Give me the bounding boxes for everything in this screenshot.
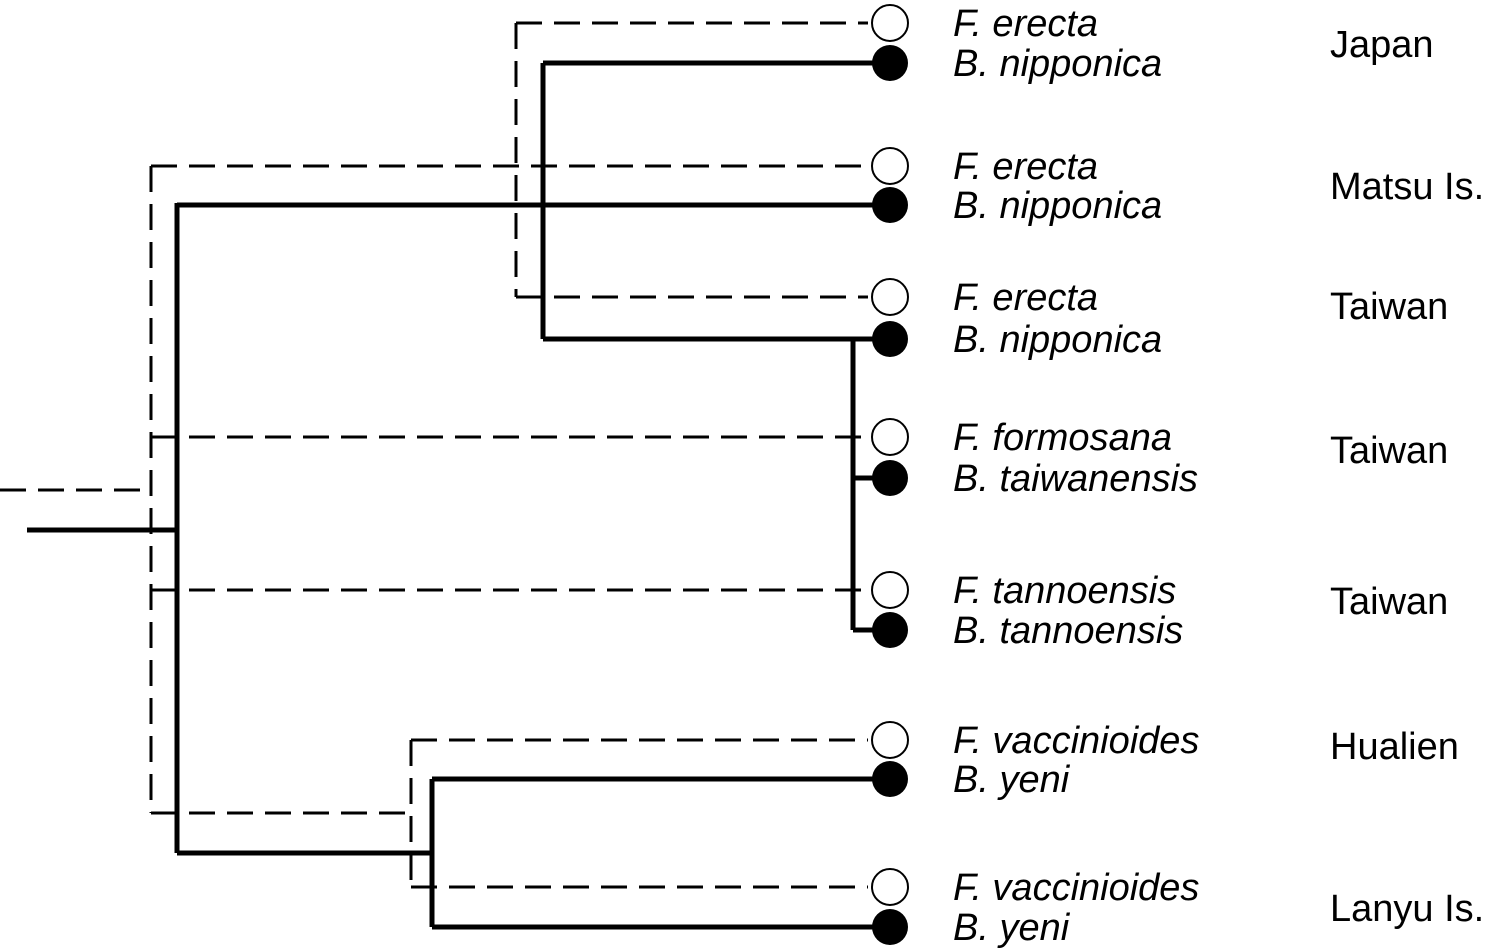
species-labels: F. erecta B. nipponica F. erecta B. nipp… <box>953 3 1199 949</box>
wasp-species-label: B. yeni <box>953 907 1071 949</box>
wasp-species-label: B. nipponica <box>953 185 1162 227</box>
fig-tip-circle <box>871 571 909 609</box>
wasp-species-label: B. yeni <box>953 759 1071 801</box>
region-label: Matsu Is. <box>1330 166 1484 208</box>
fig-tip-circle <box>871 721 909 759</box>
wasp-species-label: B. taiwanensis <box>953 458 1198 500</box>
fig-tip-circle <box>871 147 909 185</box>
wasp-tip-circle <box>872 321 908 357</box>
fig-species-label: F. tannoensis <box>953 570 1176 612</box>
fig-species-label: F. erecta <box>953 3 1098 45</box>
fig-species-label: F. vaccinioides <box>953 867 1199 909</box>
fig-tip-circle <box>871 418 909 456</box>
fig-species-label: F. vaccinioides <box>953 720 1199 762</box>
fig-tip-circle <box>871 868 909 906</box>
wasp-tip-circle <box>872 187 908 223</box>
wasp-tip-circle <box>872 761 908 797</box>
wasp-species-label: B. nipponica <box>953 43 1162 85</box>
wasp-tip-circle <box>872 612 908 648</box>
region-label: Taiwan <box>1330 286 1448 328</box>
fig-host-tree <box>0 21 868 889</box>
wasp-species-label: B. nipponica <box>953 319 1162 361</box>
wasp-tip-circle <box>872 460 908 496</box>
region-label: Japan <box>1330 24 1434 66</box>
wasp-tip-circle <box>872 909 908 945</box>
fig-tip-circle <box>871 4 909 42</box>
region-label: Taiwan <box>1330 430 1448 472</box>
fig-species-label: F. formosana <box>953 417 1172 459</box>
fig-species-label: F. erecta <box>953 146 1098 188</box>
region-label: Taiwan <box>1330 581 1448 623</box>
region-labels: Japan Matsu Is. Taiwan Taiwan Taiwan Hua… <box>1330 24 1484 930</box>
region-label: Lanyu Is. <box>1330 888 1484 930</box>
fig-tip-circle <box>871 278 909 316</box>
wasp-pollinator-tree <box>27 60 888 930</box>
fig-species-label: F. erecta <box>953 277 1098 319</box>
region-label: Hualien <box>1330 726 1459 768</box>
tip-symbols <box>871 4 909 945</box>
wasp-tip-circle <box>872 45 908 81</box>
wasp-species-label: B. tannoensis <box>953 610 1183 652</box>
